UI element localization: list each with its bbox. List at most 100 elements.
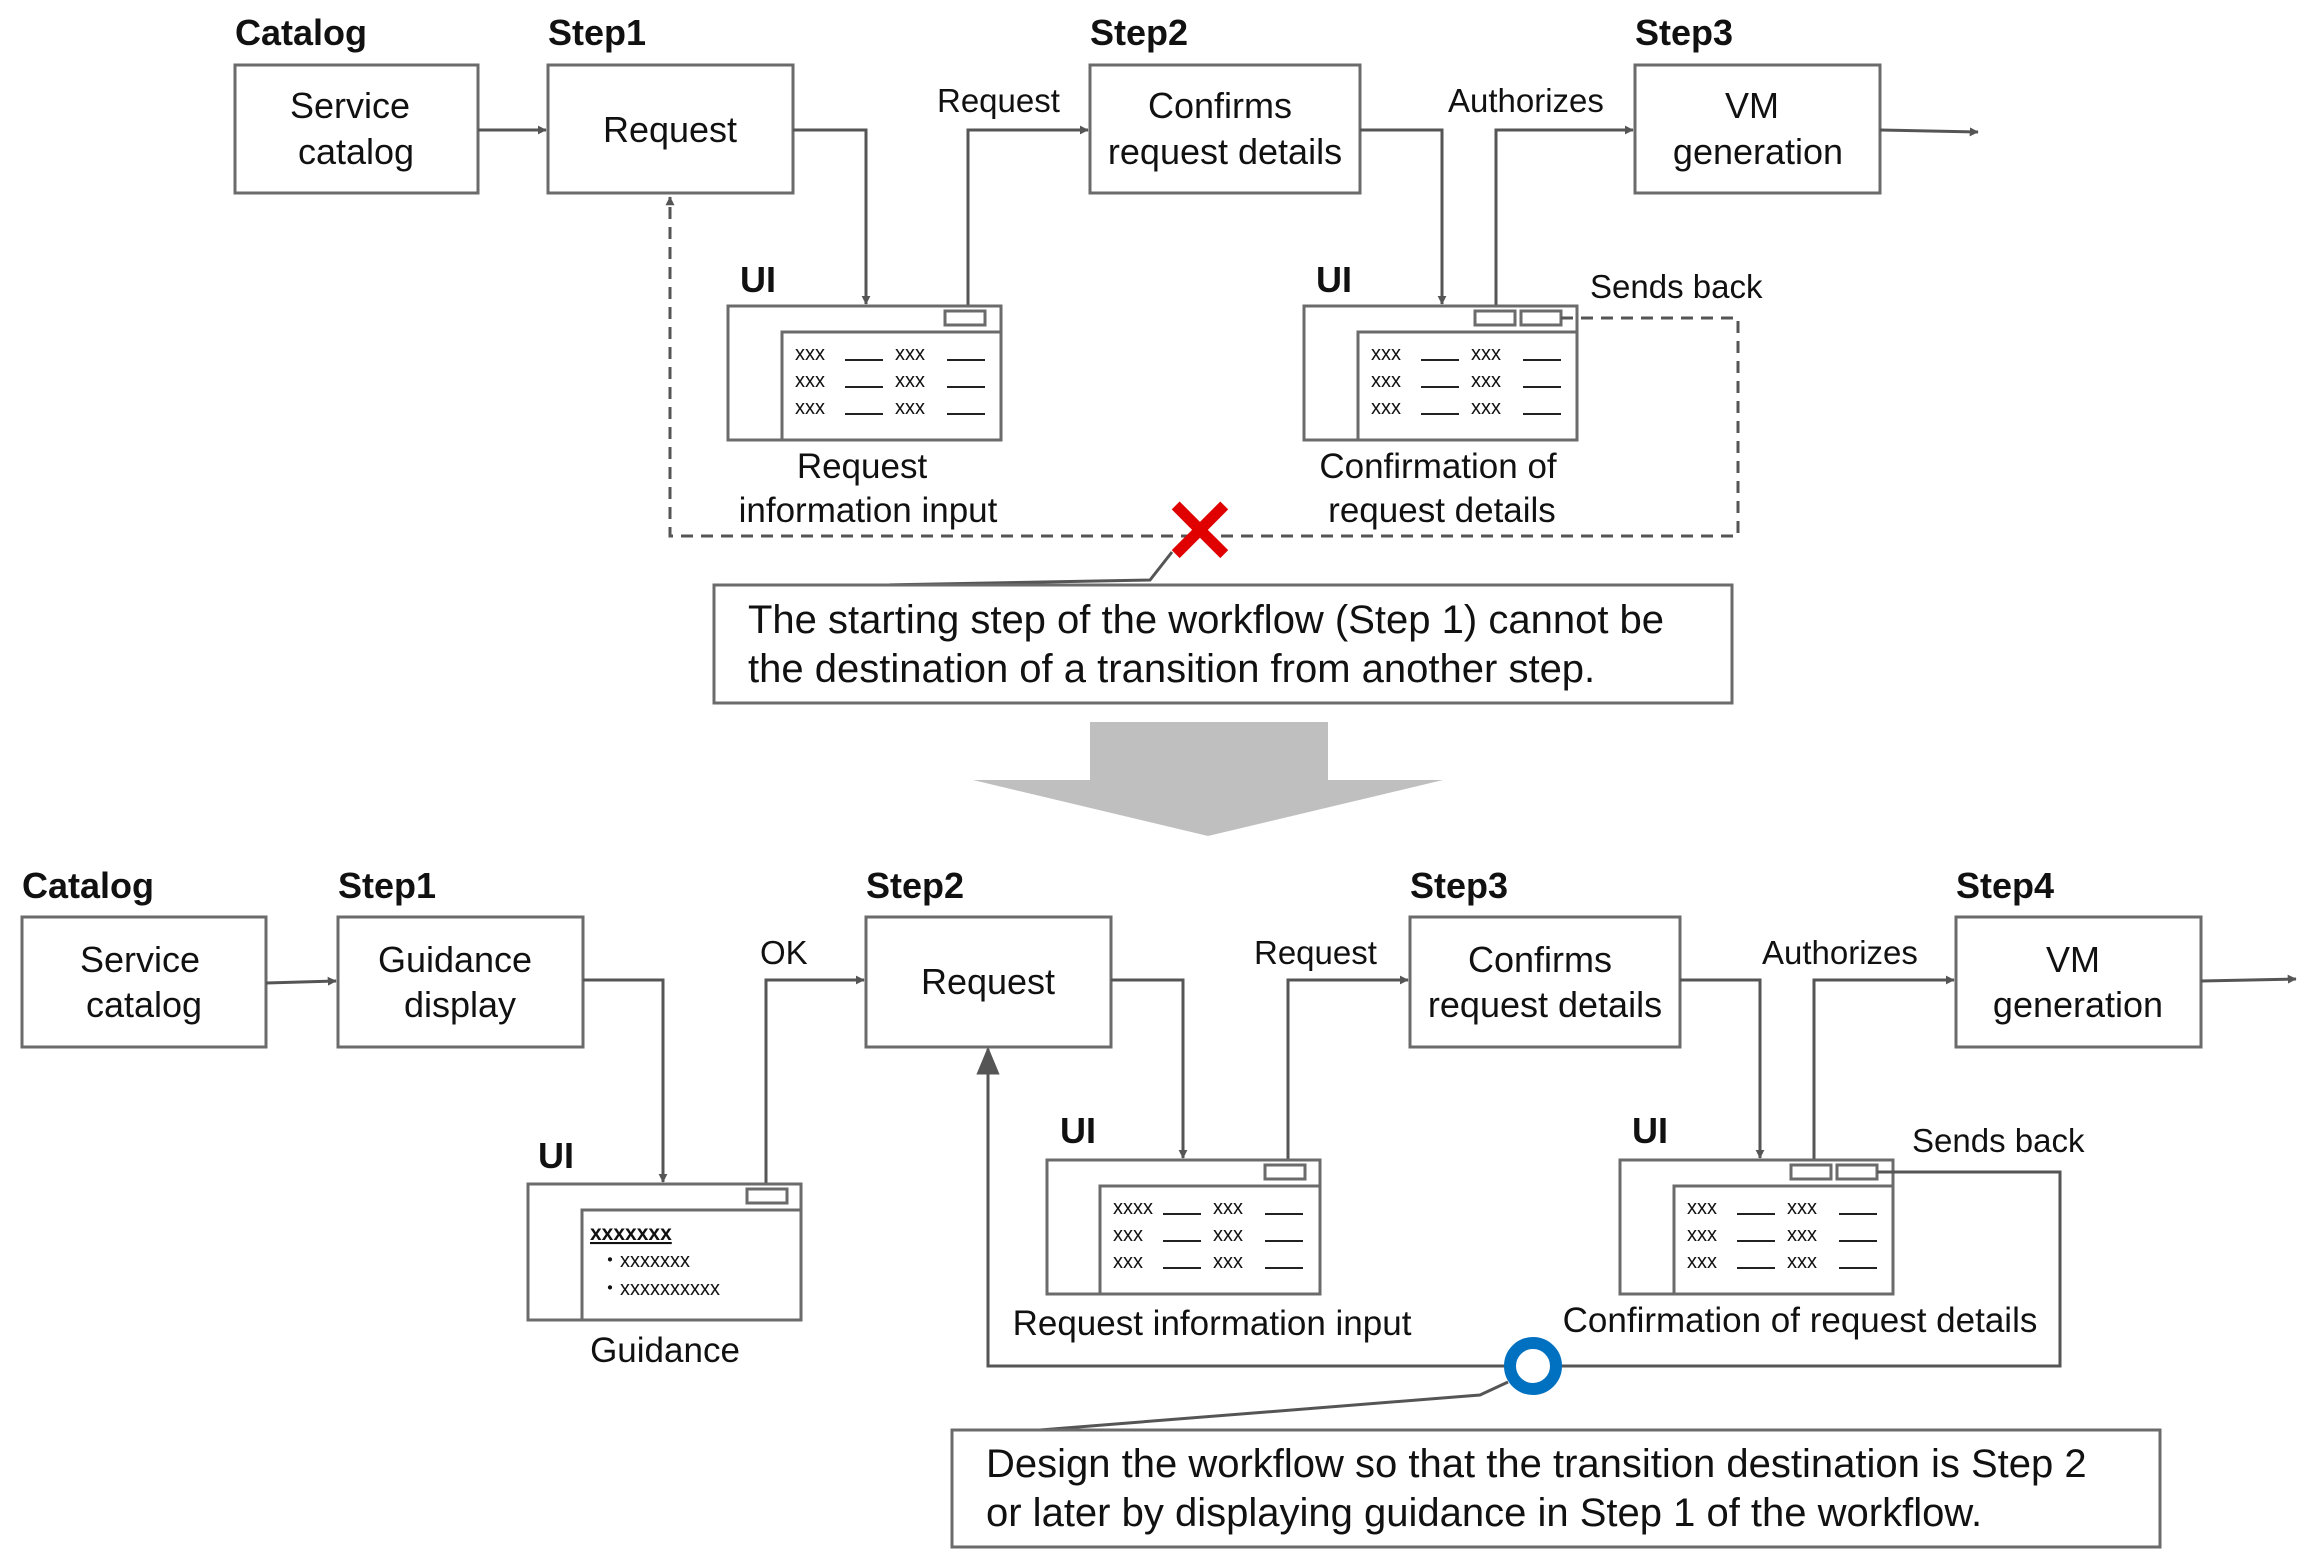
top-ui1-caption-line2: information input [739, 491, 998, 530]
bottom-ui-request-row2-b: xxx [1213, 1224, 1243, 1246]
bottom-ui-request-label: UI [1060, 1110, 1096, 1151]
top-step1-label: Step1 [548, 12, 646, 53]
top-ui2-row1-b: xxx [1471, 343, 1501, 365]
top-step1-text: Request [603, 109, 737, 150]
top-step3-line2: generation [1673, 131, 1843, 172]
transition-big-arrow [973, 722, 1443, 836]
bottom-ui-confirm-label: UI [1632, 1110, 1668, 1151]
bottom-ui-confirm-rows: xxx xxx xxx xxx xxx xxx [1687, 1197, 1877, 1273]
bottom-ui-confirm-row3-a: xxx [1687, 1251, 1717, 1273]
bottom-ui-guidance-bullet1: ・xxxxxxx [600, 1250, 690, 1272]
bottom-service-catalog-line1: Service [80, 939, 200, 980]
bottom-ui-request-row2-a: xxx [1113, 1224, 1143, 1246]
top-note-box [712, 583, 1734, 705]
bottom-arrow-step4-out [2200, 974, 2297, 984]
bottom-ui-guidance-title: xxxxxxx [590, 1222, 672, 1245]
top-ui1-row2-a: xxx [795, 370, 825, 392]
top-note-pointer [881, 551, 1174, 587]
bottom-catalog-label: Catalog [22, 865, 154, 906]
top-arrow-ui1-to-step2 [966, 125, 1089, 306]
top-ui1-caption-line1: Request [797, 447, 928, 486]
bottom-note-pointer [1039, 1380, 1509, 1432]
top-ui1-button[interactable] [943, 309, 987, 327]
bottom-step1-line2: display [404, 984, 516, 1025]
bottom-step2-request-box[interactable] [864, 915, 1113, 1049]
top-arrow-ui2-to-step3 [1494, 125, 1634, 306]
bottom-arrow-step2-to-ui-request [1111, 978, 1188, 1159]
top-ui2-caption-line2: request details [1328, 491, 1556, 530]
top-ui1-row3-a: xxx [795, 397, 825, 419]
bottom-ui-guidance-caption: Guidance [590, 1331, 740, 1370]
top-arrow-step1-to-ui1 [793, 128, 871, 305]
bottom-ui-confirm-row1-a: xxx [1687, 1197, 1717, 1219]
top-edge-authorizes-label: Authorizes [1448, 82, 1604, 119]
bottom-ui-request-button[interactable] [1263, 1163, 1307, 1181]
top-ui2-row1-a: xxx [1371, 343, 1401, 365]
bottom-sendback-path [976, 1046, 2062, 1368]
top-step2-line2: request details [1108, 131, 1342, 172]
bottom-ui-confirm-authorize-button[interactable] [1789, 1163, 1833, 1181]
bottom-step2-label: Step2 [866, 865, 964, 906]
bottom-ui-guidance-bullet2: ・xxxxxxxxxx [600, 1278, 720, 1300]
top-ui2-rows: xxx xxx xxx xxx xxx xxx [1371, 343, 1561, 419]
bottom-step2-text: Request [921, 961, 1055, 1002]
top-ui2-sendback-button[interactable] [1519, 309, 1563, 327]
top-arrow-step2-to-ui2 [1360, 128, 1447, 305]
top-arrow-step3-out [1879, 127, 1979, 137]
bottom-step4-label: Step4 [1956, 865, 2054, 906]
bottom-ui-confirm-row3-b: xxx [1787, 1251, 1817, 1273]
top-ui2-authorize-button[interactable] [1473, 309, 1517, 327]
top-ui1-row2-b: xxx [895, 370, 925, 392]
top-step2-line1: Confirms [1148, 85, 1292, 126]
bottom-ui-guidance-content [580, 1208, 803, 1322]
bottom-ui-request-caption: Request information input [1013, 1304, 1412, 1343]
bottom-ui-confirm-sendback-button[interactable] [1835, 1163, 1879, 1181]
bottom-valid-circle-icon [1504, 1337, 1562, 1395]
bottom-ui-guidance-ok-button[interactable] [745, 1187, 789, 1205]
bottom-arrow-ui-confirm-to-step4 [1812, 975, 1955, 1162]
bottom-step4-line2: generation [1993, 984, 2163, 1025]
bottom-ui-guidance-label: UI [538, 1135, 574, 1176]
top-step2-label: Step2 [1090, 12, 1188, 53]
bottom-step1-guidance-box[interactable] [336, 915, 585, 1049]
top-step2-confirms-box[interactable] [1088, 63, 1362, 195]
bottom-step1-label: Step1 [338, 865, 436, 906]
bottom-ui-confirm-caption: Confirmation of request details [1563, 1301, 2038, 1340]
bottom-ui-request-row3-b: xxx [1213, 1251, 1243, 1273]
top-ui2-label: UI [1316, 259, 1352, 300]
bottom-edge-authorizes-label: Authorizes [1762, 934, 1918, 971]
top-ui1-row1-a: xxx [795, 343, 825, 365]
top-service-catalog-line2: catalog [298, 131, 414, 172]
bottom-ui-request-rows: xxxx xxx xxx xxx xxx xxx [1113, 1197, 1303, 1273]
top-note-line1: The starting step of the workflow (Step … [748, 598, 1664, 642]
bottom-step3-line2: request details [1428, 984, 1662, 1025]
bottom-step3-label: Step3 [1410, 865, 1508, 906]
top-ui2-row2-b: xxx [1471, 370, 1501, 392]
top-sends-back-label: Sends back [1590, 268, 1763, 305]
bottom-edge-request-label: Request [1254, 934, 1377, 971]
top-step1-request-box[interactable] [546, 63, 795, 195]
top-step3-vm-box[interactable] [1633, 63, 1882, 195]
top-step3-label: Step3 [1635, 12, 1733, 53]
bottom-step3-line1: Confirms [1468, 939, 1612, 980]
top-ui1-rows: xxx xxx xxx xxx xxx xxx [795, 343, 985, 419]
top-note-line2: the destination of a transition from ano… [748, 647, 1595, 691]
bottom-edge-ok-label: OK [760, 934, 808, 971]
top-service-catalog-box[interactable] [233, 63, 480, 195]
bottom-sends-back-label: Sends back [1912, 1122, 2085, 1159]
top-ui1-row1-b: xxx [895, 343, 925, 365]
bottom-step4-vm-box[interactable] [1954, 915, 2203, 1049]
bottom-service-catalog-box[interactable] [20, 915, 268, 1049]
bottom-service-catalog-line2: catalog [86, 984, 202, 1025]
bottom-arrow-step3-to-ui-confirm [1680, 978, 1765, 1159]
top-ui2-row3-b: xxx [1471, 397, 1501, 419]
top-ui2-row3-a: xxx [1371, 397, 1401, 419]
top-edge-request-label: Request [937, 82, 1060, 119]
bottom-note-line1: Design the workflow so that the transiti… [986, 1442, 2087, 1486]
top-catalog-label: Catalog [235, 12, 367, 53]
bottom-arrow-step1-to-guidance [583, 978, 668, 1183]
bottom-ui-confirm-row1-b: xxx [1787, 1197, 1817, 1219]
top-ui2-caption-line1: Confirmation of [1319, 447, 1557, 486]
bottom-step3-confirms-box[interactable] [1408, 915, 1682, 1049]
